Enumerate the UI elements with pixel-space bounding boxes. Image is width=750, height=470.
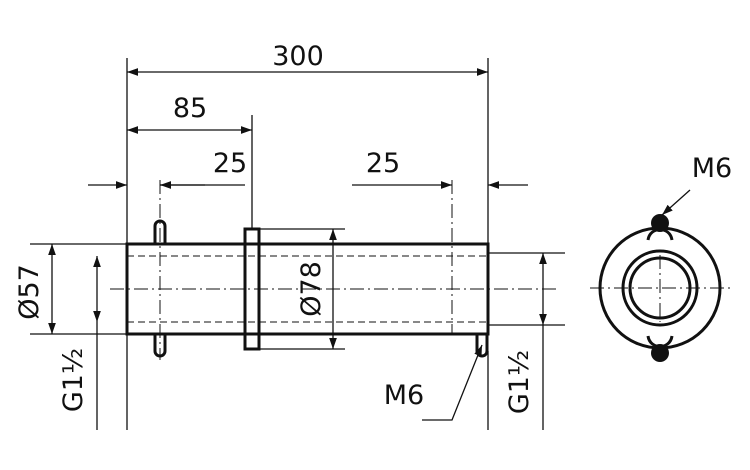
label-left-pin-offset: 25 — [213, 148, 247, 179]
dimension-labels: 300 85 25 25 Ø57 G1½ Ø78 G1½ M6 M6 — [14, 41, 732, 414]
label-right-pin-offset: 25 — [366, 148, 400, 179]
label-pipe-diameter: Ø57 — [14, 264, 45, 320]
end-view — [590, 214, 730, 362]
end-view-screw-bottom — [651, 344, 669, 362]
dimension-lines — [48, 68, 691, 430]
leader-screw-top — [661, 189, 691, 216]
label-thread-right: G1½ — [504, 350, 535, 414]
label-screw-bottom: M6 — [384, 380, 424, 411]
leader-screw-bottom — [422, 344, 483, 421]
label-overall-length: 300 — [272, 41, 324, 72]
label-screw-top: M6 — [692, 153, 732, 184]
side-view — [110, 180, 560, 360]
label-flange-diameter: Ø78 — [296, 261, 327, 317]
pin-top-left — [153, 219, 167, 244]
label-thread-left: G1½ — [58, 348, 89, 412]
end-view-screw-top — [651, 214, 669, 232]
label-flange-position: 85 — [173, 93, 207, 124]
